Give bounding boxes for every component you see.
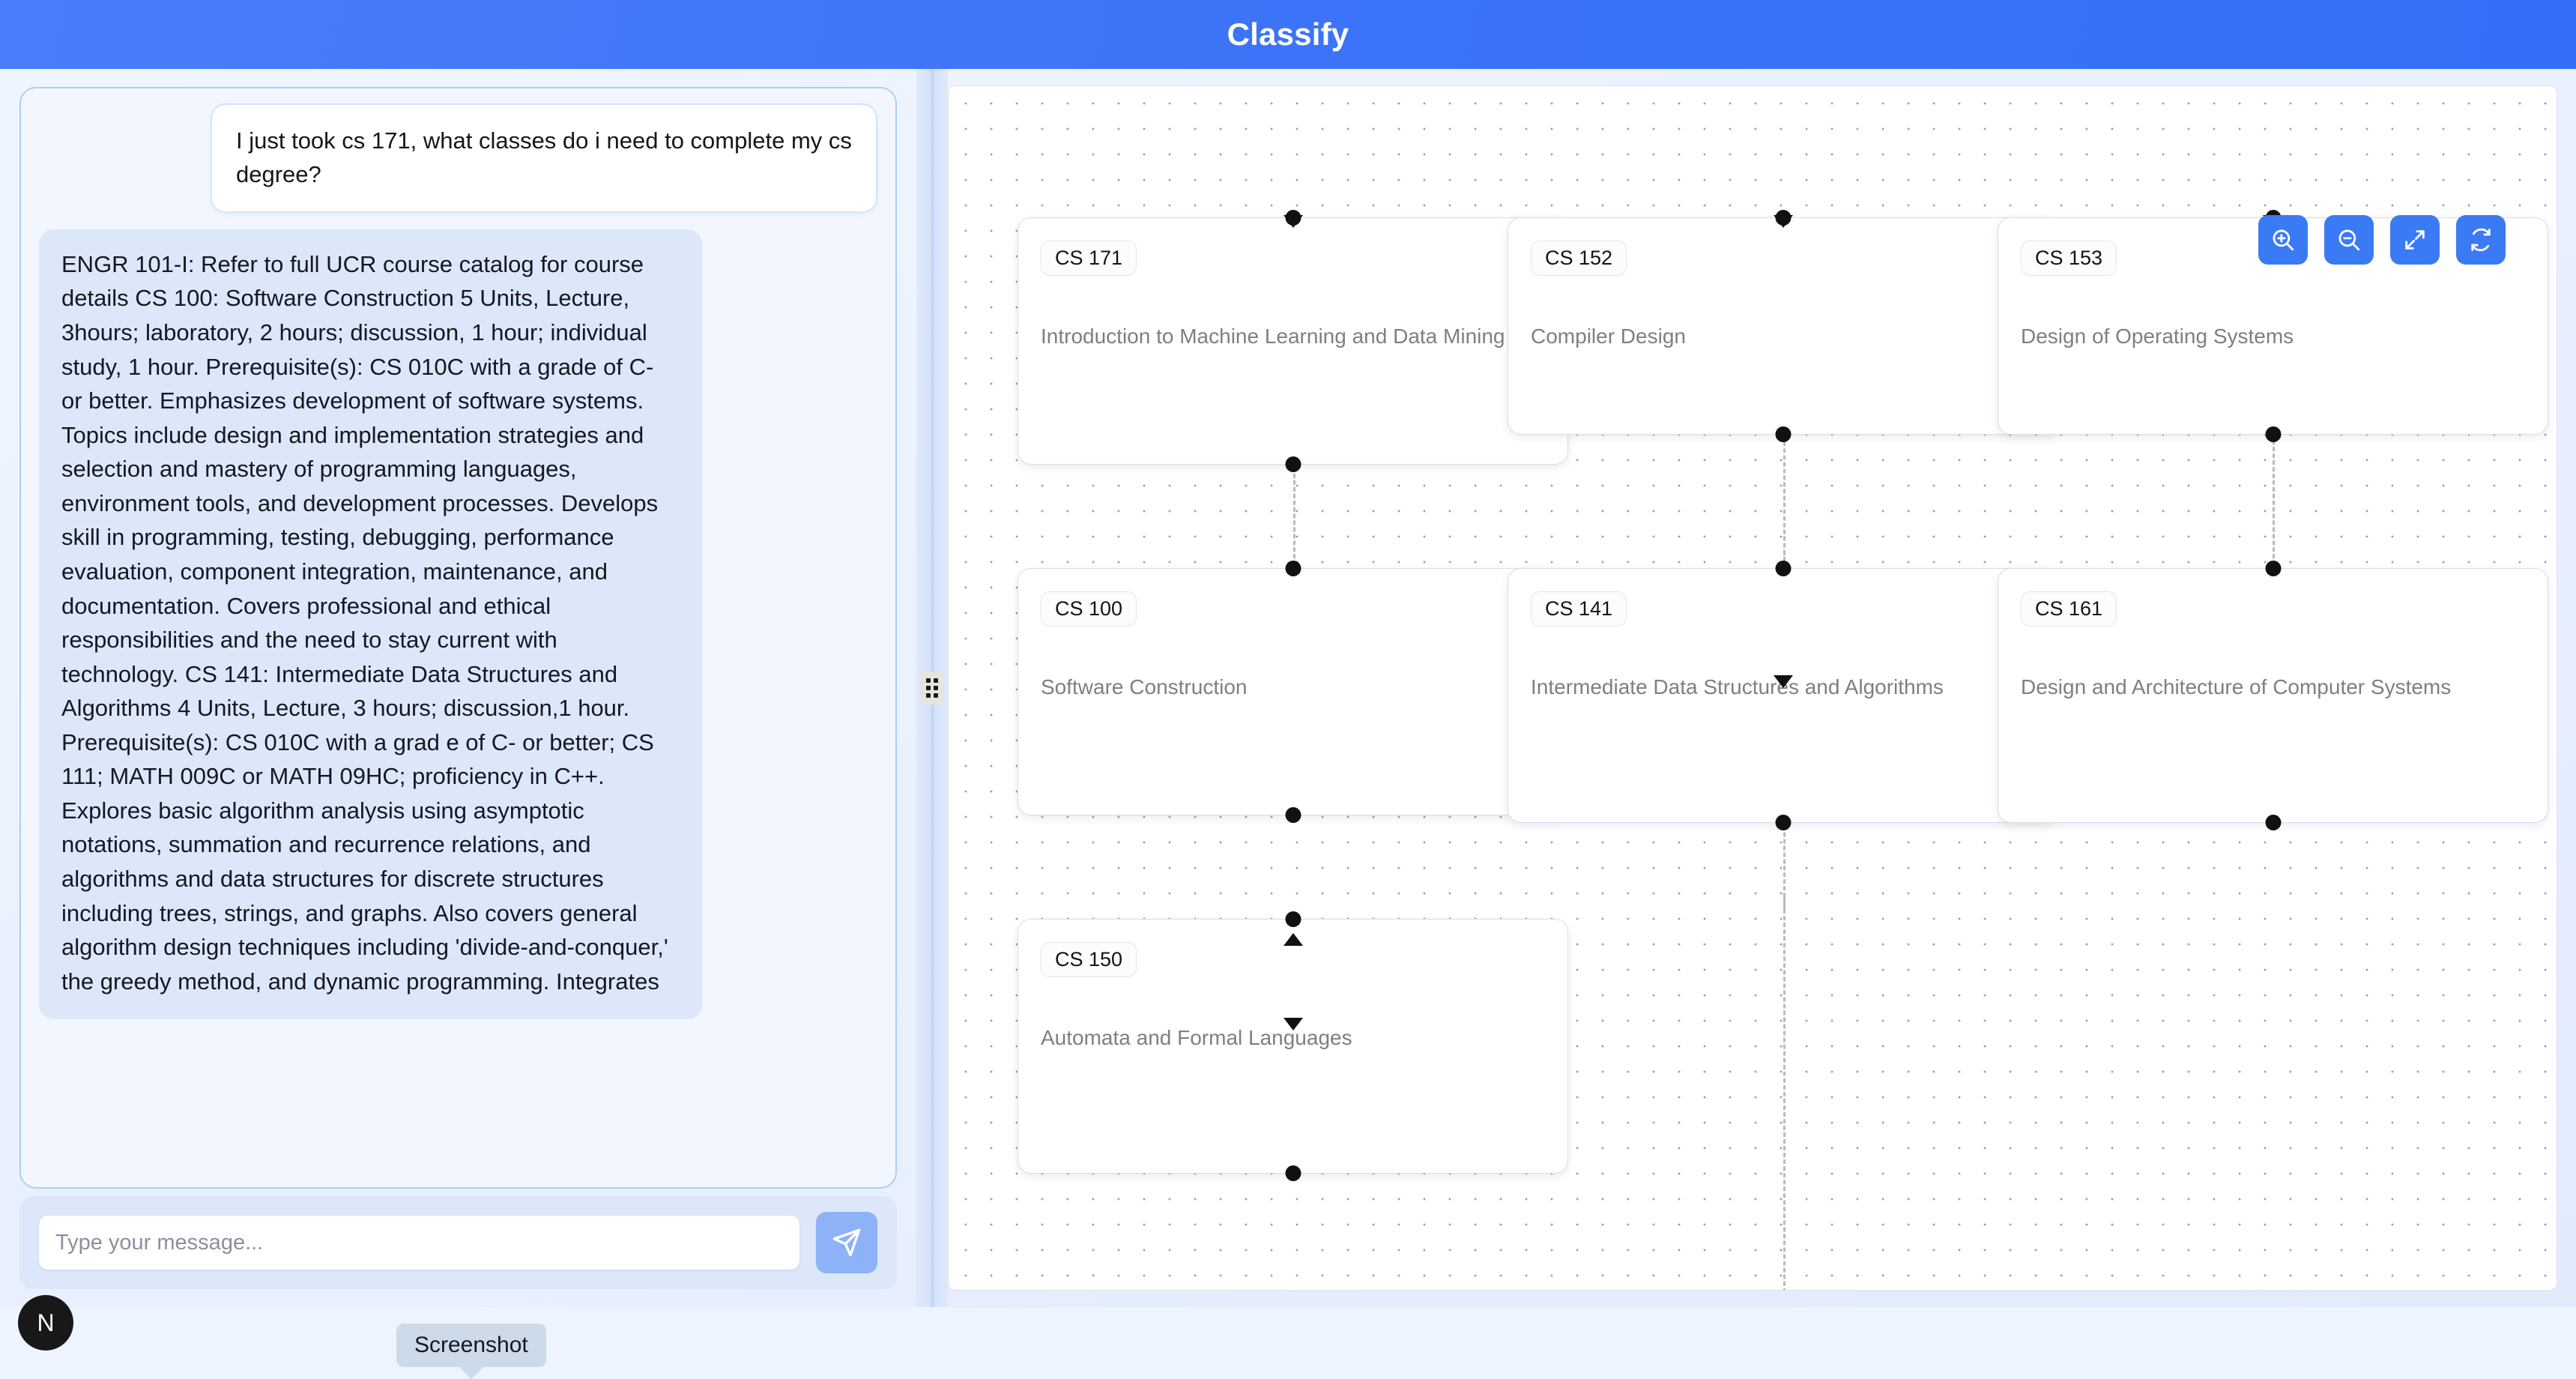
course-title: Introduction to Machine Learning and Dat… xyxy=(1041,325,1505,348)
assistant-message-text: ENGR 101-I: Refer to full UCR course cat… xyxy=(61,250,668,995)
fit-view-icon xyxy=(2405,230,2425,250)
course-code-badge: CS 100 xyxy=(1041,591,1137,627)
assistant-message-bubble: ENGR 101-I: Refer to full UCR course cat… xyxy=(39,229,702,1020)
chat-pane: I just took cs 171, what classes do i ne… xyxy=(0,69,916,1307)
edge-arrow-cs152-in xyxy=(1774,215,1793,228)
edge-cs153-cs161 xyxy=(2273,266,2275,686)
course-node-cs161[interactable]: CS 161 Design and Architecture of Comput… xyxy=(1998,561,2548,830)
node-port-bottom[interactable] xyxy=(1285,1165,1301,1181)
zoom-out-button[interactable] xyxy=(2324,215,2374,265)
node-port-top[interactable] xyxy=(1285,561,1301,576)
course-node-cs100[interactable]: CS 100 Software Construction xyxy=(1018,561,1568,823)
panel-splitter[interactable] xyxy=(916,69,948,1307)
screenshot-tooltip-label: Screenshot xyxy=(414,1333,528,1357)
course-code-badge: CS 153 xyxy=(2021,241,2117,276)
fit-view-button[interactable] xyxy=(2390,215,2440,265)
edge-arrow-cs141-in xyxy=(1774,675,1793,688)
app-body: I just took cs 171, what classes do i ne… xyxy=(0,69,2576,1367)
course-code-badge: CS 150 xyxy=(1041,942,1137,977)
node-port-bottom[interactable] xyxy=(2265,426,2281,442)
edge-cs141-down xyxy=(1783,896,1786,1290)
assistant-message-row: ENGR 101-I: Refer to full UCR course cat… xyxy=(39,229,877,1020)
edge-arrow-cs150-in xyxy=(1284,1018,1303,1031)
chat-scroll-area[interactable]: I just took cs 171, what classes do i ne… xyxy=(21,88,895,1187)
node-port-bottom[interactable] xyxy=(1775,815,1791,830)
avatar[interactable]: N xyxy=(18,1295,73,1351)
course-title: Software Construction xyxy=(1041,675,1248,698)
reset-icon xyxy=(2471,228,2491,252)
send-icon xyxy=(832,1228,861,1257)
edge-cs152-cs141 xyxy=(1783,266,1786,690)
chat-messages-card: I just took cs 171, what classes do i ne… xyxy=(19,87,897,1189)
course-code-badge: CS 171 xyxy=(1041,241,1137,276)
course-title: Intermediate Data Structures and Algorit… xyxy=(1531,675,1944,698)
course-graph-pane[interactable]: CS 171 Introduction to Machine Learning … xyxy=(948,85,2557,1291)
zoom-in-button[interactable] xyxy=(2258,215,2308,265)
course-code-badge: CS 152 xyxy=(1531,241,1627,276)
edge-arrow-cs171-in xyxy=(1284,215,1303,228)
course-node-cs152[interactable]: CS 152 Compiler Design xyxy=(1508,210,2058,442)
course-node-cs171[interactable]: CS 171 Introduction to Machine Learning … xyxy=(1018,210,1568,472)
message-input[interactable] xyxy=(39,1216,799,1270)
course-node-cs153[interactable]: CS 153 Design of Operating Systems xyxy=(1998,210,2548,442)
screenshot-tooltip: Screenshot xyxy=(396,1324,546,1367)
splitter-grip-icon[interactable] xyxy=(920,672,944,704)
node-port-top[interactable] xyxy=(1775,561,1791,576)
course-code-badge: CS 161 xyxy=(2021,591,2117,627)
node-port-top[interactable] xyxy=(1285,911,1301,927)
message-composer xyxy=(19,1196,897,1289)
page-title: Classify xyxy=(1227,16,1349,52)
send-button[interactable] xyxy=(816,1212,877,1273)
app-header: Classify xyxy=(0,0,2576,69)
node-port-bottom[interactable] xyxy=(2265,815,2281,830)
avatar-initial: N xyxy=(37,1309,55,1336)
course-title: Design and Architecture of Computer Syst… xyxy=(2021,675,2452,698)
user-message-bubble: I just took cs 171, what classes do i ne… xyxy=(211,103,877,213)
node-port-bottom[interactable] xyxy=(1285,807,1301,823)
reset-button[interactable] xyxy=(2456,215,2506,265)
user-message-row: I just took cs 171, what classes do i ne… xyxy=(39,103,877,213)
course-node-cs150[interactable]: CS 150 Automata and Formal Languages xyxy=(1018,911,1568,1181)
course-node-cs141[interactable]: CS 141 Intermediate Data Structures and … xyxy=(1508,561,2058,830)
edge-cs171-cs100 xyxy=(1293,266,1295,686)
course-title: Design of Operating Systems xyxy=(2021,325,2294,348)
zoom-in-icon xyxy=(2273,229,2294,251)
zoom-out-icon xyxy=(2338,229,2360,251)
node-port-top[interactable] xyxy=(2265,561,2281,576)
course-title: Compiler Design xyxy=(1531,325,1686,348)
graph-toolbar xyxy=(2258,215,2506,265)
node-port-bottom[interactable] xyxy=(1285,456,1301,472)
edge-arrow-cs100-in xyxy=(1284,933,1303,946)
course-code-badge: CS 141 xyxy=(1531,591,1627,627)
node-port-bottom[interactable] xyxy=(1775,426,1791,442)
